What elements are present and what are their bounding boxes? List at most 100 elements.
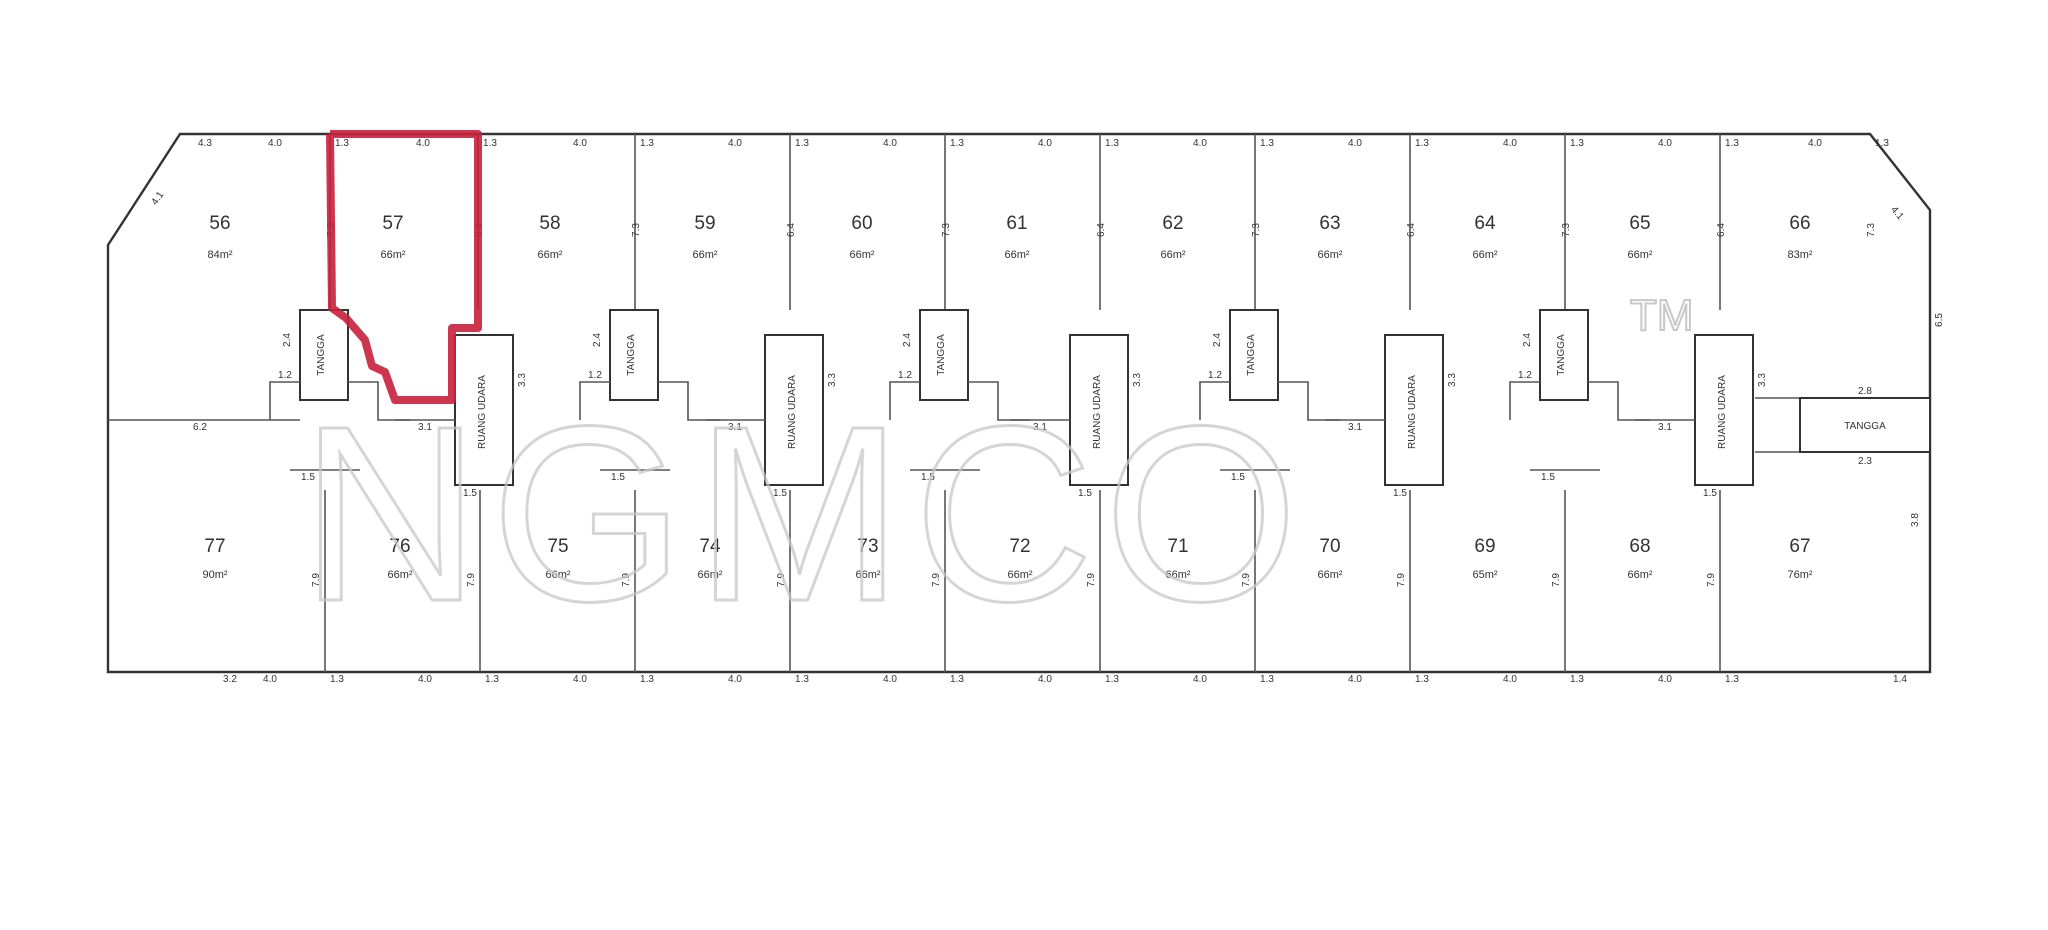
dim-core: 1.5 xyxy=(773,488,787,499)
dim-depth: 7.3 xyxy=(1561,223,1572,237)
dim-depth: 6.4 xyxy=(1716,223,1727,237)
dim-column: 1.3 xyxy=(1260,138,1274,149)
stairs-label: TANGGA xyxy=(316,334,327,376)
dim-column: 1.3 xyxy=(1725,674,1739,685)
dim-unit-width: 4.0 xyxy=(1348,138,1362,149)
dim-core: 1.5 xyxy=(1703,488,1717,499)
dim-step: 1.2 xyxy=(898,370,912,381)
watermark-tm: TM xyxy=(1630,291,1694,340)
unit-area: 66m² xyxy=(1004,249,1029,261)
stairs-box xyxy=(299,309,349,401)
air-well-label: RUANG UDARA xyxy=(477,375,488,449)
dim-stair-top: 2.8 xyxy=(1858,386,1872,397)
dim-corner: 4.1 xyxy=(1888,205,1906,223)
unit-area: 66m² xyxy=(1165,569,1190,581)
air-well-box xyxy=(454,334,514,486)
unit-area: 66m² xyxy=(1317,249,1342,261)
dim-depth: 7.3 xyxy=(1251,223,1262,237)
unit-number: 71 xyxy=(1167,536,1188,557)
stairs-label: TANGGA xyxy=(626,334,637,376)
unit-area: 66m² xyxy=(537,249,562,261)
stairs-box xyxy=(1539,309,1589,401)
unit-number: 72 xyxy=(1009,536,1030,557)
outer-wall xyxy=(106,132,1932,674)
dim-depth: 7.9 xyxy=(466,573,477,587)
unit-number: 73 xyxy=(857,536,878,557)
dim-column: 1.3 xyxy=(1415,138,1429,149)
dim-unit-width: 4.0 xyxy=(1503,674,1517,685)
step-line xyxy=(348,381,410,421)
unit-area: 83m² xyxy=(1787,249,1812,261)
unit-area: 66m² xyxy=(1627,249,1652,261)
dim-column: 1.3 xyxy=(795,674,809,685)
dim-corridor: 3.1 xyxy=(1658,422,1672,433)
dim-unit-width: 4.0 xyxy=(1503,138,1517,149)
dim-step: 1.2 xyxy=(588,370,602,381)
dim-depth: 7.9 xyxy=(776,573,787,587)
unit-number: 76 xyxy=(389,536,410,557)
dim-stair-width: 2.4 xyxy=(1212,333,1223,347)
stairs-label: TANGGA xyxy=(1246,334,1257,376)
step-line xyxy=(1509,381,1540,420)
unit-area: 76m² xyxy=(1787,569,1812,581)
dim-air-well: 3.3 xyxy=(1757,373,1768,387)
dim-unit-width: 4.0 xyxy=(728,674,742,685)
unit-number: 67 xyxy=(1789,536,1810,557)
step-line xyxy=(579,381,610,420)
air-well-label: RUANG UDARA xyxy=(1407,375,1418,449)
unit-number: 68 xyxy=(1629,536,1650,557)
dim-unit-width: 4.0 xyxy=(1193,138,1207,149)
dim-column: 1.3 xyxy=(950,674,964,685)
dim-column: 1.3 xyxy=(1415,674,1429,685)
unit-number: 61 xyxy=(1006,213,1027,234)
units: 5684m²5766m²5866m²5966m²6066m²6166m²6266… xyxy=(202,213,1812,581)
dim-column: 1.3 xyxy=(330,674,344,685)
air-well-label: RUANG UDARA xyxy=(787,375,798,449)
dim-unit-width: 4.0 xyxy=(1038,138,1052,149)
dim-depth: 7.9 xyxy=(1241,573,1252,587)
unit-number: 66 xyxy=(1789,213,1810,234)
dim-depth: 7.9 xyxy=(1706,573,1717,587)
watermark: NGMCO xyxy=(300,374,1308,653)
dim-depth: 7.9 xyxy=(621,573,632,587)
highlighted-unit-outline xyxy=(326,130,482,404)
unit-area: 66m² xyxy=(387,569,412,581)
dim-depth: 7.9 xyxy=(1551,573,1562,587)
dim-left-top: 4.3 xyxy=(198,138,212,149)
dim-depth: 7.9 xyxy=(1396,573,1407,587)
dim-unit-width: 4.0 xyxy=(1193,674,1207,685)
dim-unit-width: 4.0 xyxy=(263,674,277,685)
dim-unit-width: 4.0 xyxy=(883,674,897,685)
dim-step: 1.2 xyxy=(278,370,292,381)
dim-column: 1.3 xyxy=(950,138,964,149)
unit-area: 66m² xyxy=(545,569,570,581)
dim-core: 1.5 xyxy=(1393,488,1407,499)
dim-unit-width: 4.0 xyxy=(573,138,587,149)
step-line xyxy=(1199,381,1230,420)
dim-column: 1.3 xyxy=(1725,138,1739,149)
unit-number: 75 xyxy=(547,536,568,557)
dim-corridor: 3.1 xyxy=(728,422,742,433)
dim-right-bottom: 3.8 xyxy=(1910,513,1921,527)
air-well-box xyxy=(1694,334,1754,486)
dim-unit-width: 4.0 xyxy=(1658,138,1672,149)
unit-area: 66m² xyxy=(1472,249,1497,261)
dim-step: 1.2 xyxy=(1518,370,1532,381)
dim-column: 1.3 xyxy=(1105,138,1119,149)
dim-unit-width: 4.0 xyxy=(268,138,282,149)
dim-air-well: 3.3 xyxy=(827,373,838,387)
dim-core: 1.5 xyxy=(921,472,935,483)
dim-core: 1.5 xyxy=(301,472,315,483)
dim-air-well: 3.3 xyxy=(1132,373,1143,387)
step-line xyxy=(269,381,300,420)
dim-unit-width: 4.0 xyxy=(573,674,587,685)
dim-step: 1.2 xyxy=(1208,370,1222,381)
dim-core: 1.5 xyxy=(463,488,477,499)
unit-area: 66m² xyxy=(1317,569,1342,581)
dim-stair-width: 2.4 xyxy=(592,333,603,347)
stairs-box xyxy=(1229,309,1279,401)
dim-depth: 7.3 xyxy=(941,223,952,237)
dim-stair-bottom: 2.3 xyxy=(1858,456,1872,467)
unit-area: 66m² xyxy=(1160,249,1185,261)
